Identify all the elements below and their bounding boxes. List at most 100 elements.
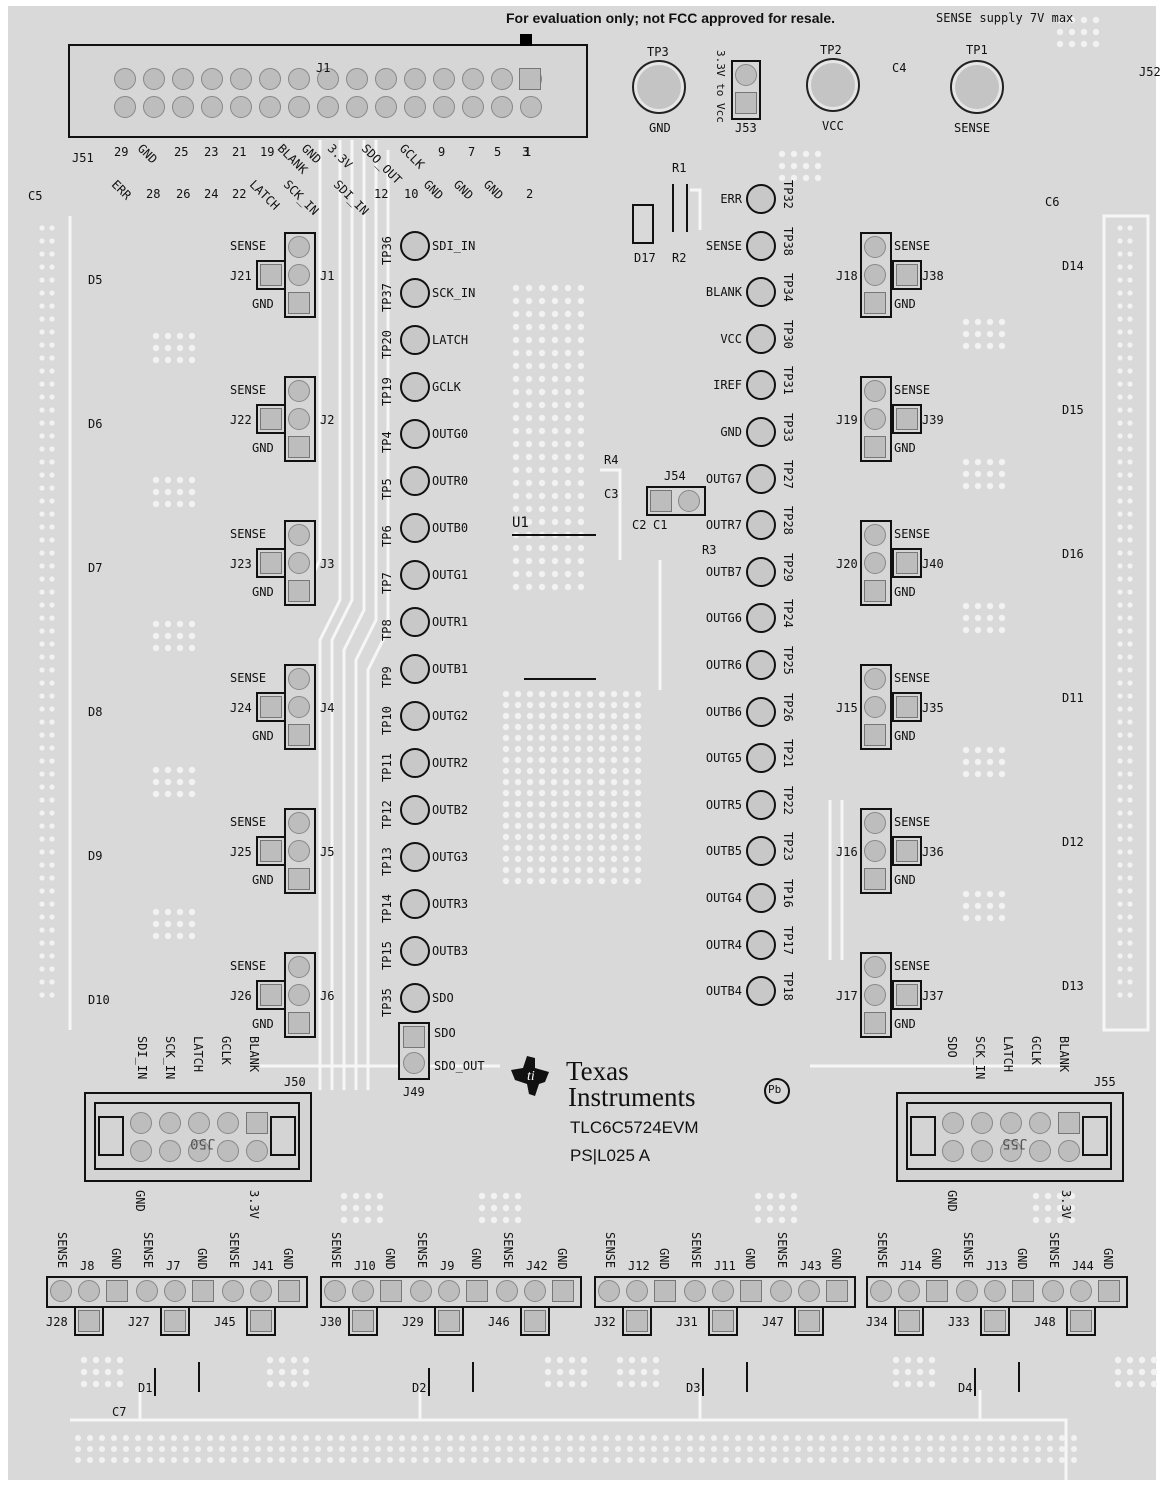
via [39, 381, 45, 387]
via [538, 756, 546, 764]
testpoint-tp38[interactable] [746, 230, 776, 261]
testpoint-tp30[interactable] [746, 323, 776, 354]
via [1117, 836, 1123, 842]
via [790, 150, 798, 158]
via [544, 1368, 552, 1376]
via [1117, 784, 1123, 790]
testpoint-tp34[interactable] [746, 277, 776, 308]
testpoint-tp24[interactable] [746, 603, 776, 634]
j51-odd-pin-label: 25 [174, 145, 189, 159]
testpoint-tp36[interactable] [400, 231, 430, 261]
sense-label: SENSE [230, 239, 267, 253]
via [1080, 16, 1088, 24]
via [1117, 420, 1123, 426]
via [550, 822, 558, 830]
via [622, 701, 630, 709]
testpoint-tp5[interactable] [400, 466, 430, 496]
j51-header[interactable] [68, 44, 588, 138]
j51-even-pin-label: 2 [526, 187, 534, 201]
testpoint-tp33[interactable] [746, 417, 776, 447]
testpoint-tp15[interactable] [400, 936, 430, 966]
via [904, 1368, 912, 1376]
testpoint-tp35[interactable] [400, 983, 430, 1013]
testpoint-tp31[interactable] [746, 370, 776, 401]
via [551, 544, 559, 552]
via [577, 570, 585, 578]
gnd-label: GND [894, 297, 916, 311]
via [176, 778, 184, 786]
via [892, 1356, 900, 1364]
via [164, 766, 172, 774]
via [1117, 381, 1123, 387]
via [675, 1457, 681, 1463]
testpoint-tp7[interactable] [400, 560, 430, 590]
jumper-label: J29 [402, 1315, 424, 1329]
via [927, 1457, 933, 1463]
testpoint-tp37[interactable] [400, 278, 430, 308]
testpoint-tp32[interactable] [746, 184, 776, 214]
testpoint-tp12[interactable] [400, 795, 430, 825]
tp3-testpoint[interactable] [632, 60, 686, 114]
bottom-pin [524, 1310, 546, 1332]
via [747, 1457, 753, 1463]
testpoint-tp13[interactable] [400, 842, 430, 872]
testpoint-tp6[interactable] [400, 513, 430, 543]
tp2-testpoint[interactable] [806, 58, 860, 112]
via [411, 1435, 417, 1441]
testpoint-tp25[interactable] [746, 650, 776, 680]
via [998, 458, 1006, 466]
testpoint-tp29[interactable] [746, 556, 776, 587]
via [586, 767, 594, 775]
testpoint-tp19[interactable] [400, 372, 430, 402]
via [1117, 511, 1123, 517]
via [351, 1446, 357, 1452]
via [778, 174, 786, 182]
via [39, 654, 45, 660]
testpoint-tp14[interactable] [400, 889, 430, 919]
testpoint-tp27[interactable] [746, 463, 776, 494]
via [39, 680, 45, 686]
via [916, 1356, 924, 1364]
testpoint-tp23[interactable] [746, 836, 776, 867]
via [699, 1457, 705, 1463]
via [962, 470, 970, 478]
testpoint-tp26[interactable] [746, 696, 776, 727]
via [75, 1435, 81, 1441]
j50-pin-label: GND [133, 1190, 147, 1212]
via [939, 1446, 945, 1452]
testpoint-id-label: TP32 [781, 180, 795, 209]
j50-pin-label: BLANK [247, 1036, 261, 1073]
testpoint-tp10[interactable] [400, 701, 430, 731]
via [735, 1446, 741, 1452]
testpoint-tp17[interactable] [746, 929, 776, 960]
via [562, 690, 570, 698]
via [164, 344, 172, 352]
via [962, 914, 970, 922]
testpoint-tp8[interactable] [400, 607, 430, 637]
testpoint-tp11[interactable] [400, 748, 430, 778]
via [1117, 576, 1123, 582]
testpoint-tp21[interactable] [746, 743, 776, 774]
via [962, 330, 970, 338]
testpoint-tp18[interactable] [746, 976, 776, 1007]
c4-label: C4 [892, 61, 907, 75]
via [531, 1446, 537, 1452]
via [152, 488, 160, 496]
via [819, 1457, 825, 1463]
via [634, 877, 642, 885]
via [562, 866, 570, 874]
testpoint-tp20[interactable] [400, 325, 430, 355]
via [502, 756, 510, 764]
testpoint-tp4[interactable] [400, 419, 430, 449]
via [986, 746, 994, 754]
testpoint-tp16[interactable] [746, 883, 776, 913]
testpoint-tp9[interactable] [400, 654, 430, 684]
testpoint-tp28[interactable] [746, 510, 776, 541]
jumper-pin [260, 264, 282, 286]
via [99, 1446, 105, 1452]
testpoint-tp22[interactable] [746, 789, 776, 820]
via [564, 544, 572, 552]
via [183, 1446, 189, 1452]
testpoint-id-label: TP20 [380, 330, 394, 359]
tp1-testpoint[interactable] [950, 60, 1004, 114]
